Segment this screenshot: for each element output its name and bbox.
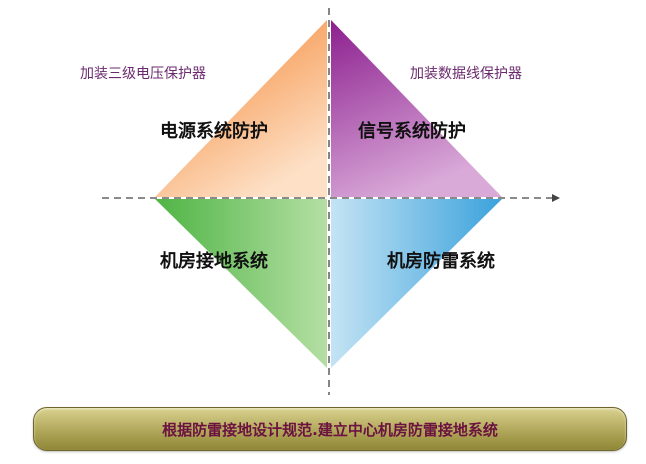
quadrant-label-top-right: 信号系统防护 — [358, 121, 466, 142]
quadrant-bottom-left-shape — [155, 199, 327, 368]
annotation-top-right: 加装数据线保护器 — [410, 66, 522, 82]
quadrant-label-bottom-right: 机房防雷系统 — [387, 251, 495, 272]
quadrant-top-left-shape — [155, 20, 327, 197]
annotation-top-left: 加装三级电压保护器 — [80, 66, 206, 82]
quadrant-bottom-right-shape — [331, 199, 502, 368]
axis-arrow-icon — [552, 194, 560, 202]
quadrant-top-right-shape — [331, 20, 502, 197]
summary-banner-text: 根据防雷接地设计规范.建立中心机房防雷接地系统 — [162, 420, 498, 439]
quadrant-label-bottom-left: 机房接地系统 — [160, 251, 268, 272]
quadrant-label-top-left: 电源系统防护 — [160, 121, 268, 142]
summary-banner: 根据防雷接地设计规范.建立中心机房防雷接地系统 — [33, 407, 627, 451]
